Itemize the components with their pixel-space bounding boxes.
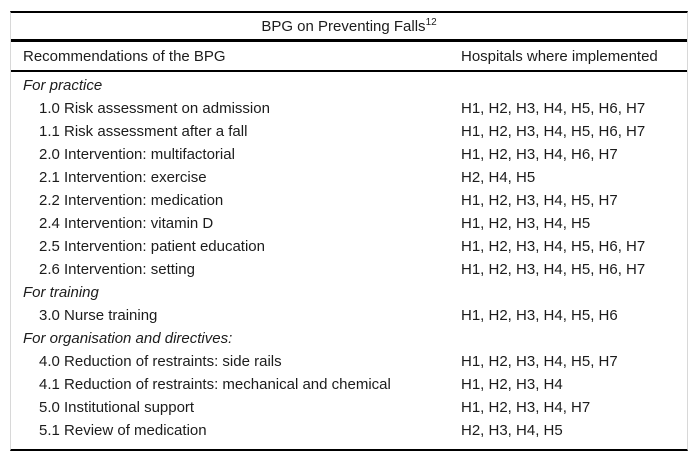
table-row: 2.6 Intervention: setting H1, H2, H3, H4… bbox=[11, 258, 687, 281]
recommendation-cell: 1.0 Risk assessment on admission bbox=[39, 100, 270, 117]
section-header-for-practice: For practice bbox=[23, 77, 103, 94]
recommendation-cell: 4.1 Reduction of restraints: mechanical … bbox=[39, 376, 391, 393]
column-header-hospitals: Hospitals where implemented bbox=[461, 47, 658, 65]
table-row: 2.4 Intervention: vitamin D H1, H2, H3, … bbox=[11, 212, 687, 235]
table-row: 1.0 Risk assessment on admission H1, H2,… bbox=[11, 97, 687, 120]
recommendation-cell: 2.6 Intervention: setting bbox=[39, 261, 195, 278]
recommendation-cell: 2.0 Intervention: multifactorial bbox=[39, 146, 235, 163]
table-title-text: BPG on Preventing Falls bbox=[261, 17, 426, 35]
hospitals-cell: H1, H2, H3, H4, H5, H7 bbox=[461, 192, 618, 209]
table-row: 1.1 Risk assessment after a fall H1, H2,… bbox=[11, 120, 687, 143]
recommendation-cell: 4.0 Reduction of restraints: side rails bbox=[39, 353, 282, 370]
table-row: 2.5 Intervention: patient education H1, … bbox=[11, 235, 687, 258]
hospitals-cell: H1, H2, H3, H4, H6, H7 bbox=[461, 146, 618, 163]
hospitals-cell: H2, H3, H4, H5 bbox=[461, 422, 563, 439]
hospitals-cell: H1, H2, H3, H4 bbox=[461, 376, 563, 393]
recommendation-cell: 2.2 Intervention: medication bbox=[39, 192, 224, 209]
table-body: For practice 1.0 Risk assessment on admi… bbox=[11, 72, 687, 449]
hospitals-cell: H1, H2, H3, H4, H5, H6, H7 bbox=[461, 261, 646, 278]
recommendation-cell: 5.0 Institutional support bbox=[39, 399, 195, 416]
recommendation-cell: 2.4 Intervention: vitamin D bbox=[39, 215, 214, 232]
hospitals-cell: H1, H2, H3, H4, H5, H7 bbox=[461, 353, 618, 370]
recommendation-cell: 3.0 Nurse training bbox=[39, 307, 158, 324]
section-header-for-training: For training bbox=[23, 284, 99, 301]
hospitals-cell: H1, H2, H3, H4, H7 bbox=[461, 399, 591, 416]
table-row: 2.0 Intervention: multifactorial H1, H2,… bbox=[11, 143, 687, 166]
table-row: 5.1 Review of medication H2, H3, H4, H5 bbox=[11, 419, 687, 442]
hospitals-cell: H1, H2, H3, H4, H5, H6 bbox=[461, 307, 618, 324]
hospitals-cell: H1, H2, H3, H4, H5, H6, H7 bbox=[461, 100, 646, 117]
table-title-citation-superscript: 12 bbox=[425, 16, 437, 28]
table-row: 5.0 Institutional support H1, H2, H3, H4… bbox=[11, 396, 687, 419]
recommendation-cell: 2.5 Intervention: patient education bbox=[39, 238, 265, 255]
table-row: 2.2 Intervention: medication H1, H2, H3,… bbox=[11, 189, 687, 212]
recommendation-cell: 5.1 Review of medication bbox=[39, 422, 207, 439]
column-header-recommendations: Recommendations of the BPG bbox=[23, 47, 226, 65]
column-header-row: Recommendations of the BPG Hospitals whe… bbox=[11, 42, 687, 72]
hospitals-cell: H2, H4, H5 bbox=[461, 169, 536, 186]
section-header-for-organisation: For organisation and directives: bbox=[23, 330, 233, 347]
table-row: 3.0 Nurse training H1, H2, H3, H4, H5, H… bbox=[11, 304, 687, 327]
recommendation-cell: 2.1 Intervention: exercise bbox=[39, 169, 207, 186]
recommendation-cell: 1.1 Risk assessment after a fall bbox=[39, 123, 248, 140]
hospitals-cell: H1, H2, H3, H4, H5, H6, H7 bbox=[461, 123, 646, 140]
table-row: 4.0 Reduction of restraints: side rails … bbox=[11, 350, 687, 373]
table-title: BPG on Preventing Falls12 bbox=[261, 16, 437, 35]
bpg-implementation-table: BPG on Preventing Falls12 Recommendation… bbox=[10, 11, 688, 451]
table-row: 2.1 Intervention: exercise H2, H4, H5 bbox=[11, 166, 687, 189]
hospitals-cell: H1, H2, H3, H4, H5 bbox=[461, 215, 591, 232]
table-title-row: BPG on Preventing Falls12 bbox=[11, 13, 687, 42]
table-row: 4.1 Reduction of restraints: mechanical … bbox=[11, 373, 687, 396]
hospitals-cell: H1, H2, H3, H4, H5, H6, H7 bbox=[461, 238, 646, 255]
